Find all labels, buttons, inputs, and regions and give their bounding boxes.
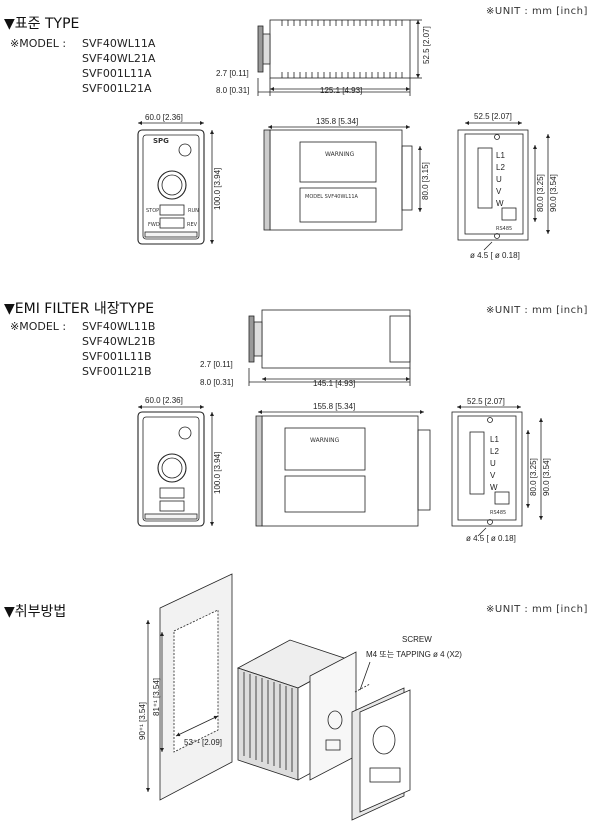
model-item: SVF001L21A [82,82,152,95]
dim-rear-h1-emi: 80.0 [3.25] [529,458,538,496]
dim-rear-h2-emi: 90.0 [3.54] [542,458,551,496]
dim-mount-53: 53⁺¹ [2.09] [184,738,222,747]
model-item: SVF40WL21B [82,335,156,348]
label-rs485: RS485 [496,226,512,232]
label-warning: WARNING [325,151,355,158]
dim-hole: ø 4.5 [ ø 0.18] [470,251,520,260]
label-run: RUN [188,208,199,214]
dim-top-height: 52.5 [2.07] [422,26,431,64]
dim-rear-h1: 80.0 [3.25] [536,174,545,212]
unit-note-1: ※UNIT : mm [inch] [486,6,588,17]
model-item: SVF001L11B [82,350,152,363]
section-title-standard: ▼표준 TYPE [4,16,80,32]
model-item: SVF40WL21A [82,52,156,65]
dim-front-height-emi: 100.0 [3.94] [213,452,222,494]
dim-front-width: 60.0 [2.36] [145,113,183,122]
dim-hole-emi: ø 4.5 [ ø 0.18] [466,534,516,543]
dim-front-height: 100.0 [3.94] [213,168,222,210]
label-rs485: RS485 [490,510,506,516]
dim-front-width-emi: 60.0 [2.36] [145,396,183,405]
terminal-l2: L2 [496,163,505,172]
dim-body-len-emi: 145.1 [4.93] [313,379,355,388]
screw-leader [359,661,371,691]
terminal-w: W [496,199,504,208]
side-view-emi [255,410,431,527]
dim-rear-h2: 90.0 [3.54] [549,174,558,212]
terminal-v: V [490,471,496,480]
dim-mount-81: 81⁺¹ [3.54] [152,678,161,716]
front-panel-emi [137,405,214,527]
dim-rear-width: 52.5 [2.07] [474,112,512,121]
brand-logo: SPG [153,137,169,145]
terminal-v: V [496,187,502,196]
label-model-plate: MODEL SVF40WL11A [305,194,359,200]
terminal-u: U [496,175,502,184]
side-view-standard [263,125,422,231]
dim-body-len: 125.1 [4.93] [320,86,362,95]
unit-note-2: ※UNIT : mm [inch] [486,305,588,316]
mounting-plate [146,573,233,801]
dim-rear-width-emi: 52.5 [2.07] [467,397,505,406]
section-title-emi: ▼EMI FILTER 내장TYPE [4,301,155,317]
terminal-l1: L1 [490,435,499,444]
label-rev: REV [187,222,198,228]
dim-side-len-emi: 155.8 [5.34] [313,402,355,411]
top-view-standard [257,19,422,96]
terminal-w: W [490,483,498,492]
rear-view-standard [457,121,550,251]
model-item: SVF001L11A [82,67,152,80]
model-item: SVF40WL11B [82,320,156,333]
inverter-body-iso [236,639,357,781]
rear-view-emi [451,405,543,537]
model-item: SVF40WL11A [82,37,156,50]
model-label: ※MODEL : [10,37,67,50]
unit-note-3: ※UNIT : mm [inch] [486,604,588,615]
terminal-l2: L2 [490,447,499,456]
label-stop: STOP [146,208,159,214]
dim-gap: 8.0 [0.31] [216,86,249,95]
front-panel-standard: SPG [137,121,214,245]
dim-side-len: 135.8 [5.34] [316,117,358,126]
terminal-l1: L1 [496,151,505,160]
label-warning-emi: WARNING [310,437,340,444]
model-label: ※MODEL : [10,320,67,333]
screw-spec: M4 또는 TAPPING ø 4 (X2) [366,650,462,659]
model-list: SVF40WL11A SVF40WL21A SVF001L11A SVF001L… [82,36,155,96]
top-view-emi [248,309,411,386]
model-list: SVF40WL11B SVF40WL21B SVF001L11B SVF001L… [82,319,155,379]
dim-side-height: 80.0 [3.15] [421,162,430,200]
model-item: SVF001L21B [82,365,152,378]
screw-label: SCREW [402,635,432,644]
dim-gap-emi: 8.0 [0.31] [200,378,233,387]
label-fwd: FWD [148,222,160,228]
dim-mount-90: 90⁺¹ [3.54] [138,702,147,740]
terminal-u: U [490,459,496,468]
front-cover-iso [351,683,411,821]
dim-flange: 2.7 [0.11] [216,69,249,78]
dim-flange-emi: 2.7 [0.11] [200,360,233,369]
section-title-mounting: ▼취부방법 [4,604,67,620]
